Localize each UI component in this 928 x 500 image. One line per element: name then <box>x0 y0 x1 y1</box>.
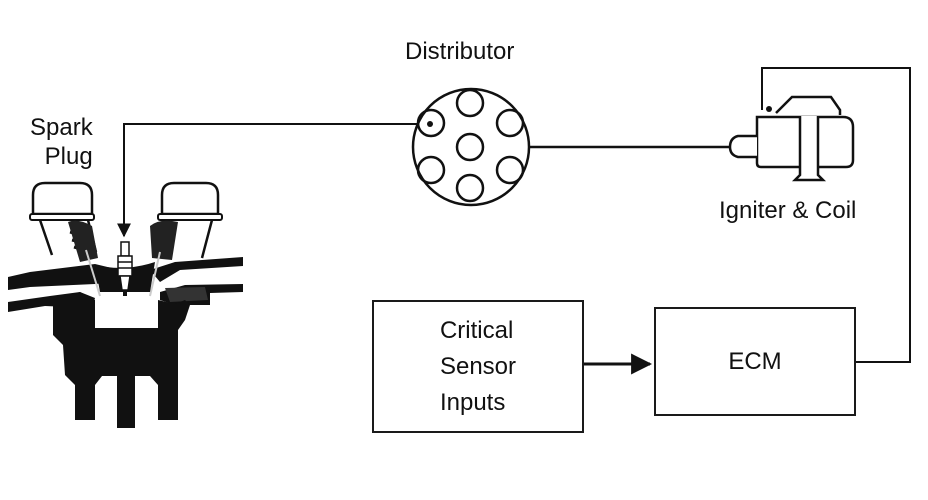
sensor-inputs-block: Critical Sensor Inputs <box>372 300 584 433</box>
engine-cylinder-icon <box>8 181 243 428</box>
sensor-inputs-line3: Inputs <box>439 388 506 416</box>
spark-plug-label: Spark Plug <box>30 114 93 172</box>
ecm-label: ECM <box>728 347 782 375</box>
sensor-inputs-line2: Sensor <box>439 352 517 380</box>
ignition-coil-icon <box>728 95 855 182</box>
igniter-coil-label: Igniter & Coil <box>719 197 857 224</box>
sensor-inputs-line1: Critical <box>439 316 514 344</box>
spark-plug-label-line2: Plug <box>44 142 93 170</box>
distributor-label: Distributor <box>405 38 515 65</box>
spark-plug-label-line1: Spark <box>30 114 93 141</box>
distributor-cap-icon <box>411 87 531 207</box>
ecm-block: ECM <box>654 307 856 416</box>
wire-distributor-to-spark-plug <box>117 123 429 238</box>
spark-plug-icon <box>117 241 133 296</box>
wire-ecm-to-igniter <box>761 67 911 363</box>
